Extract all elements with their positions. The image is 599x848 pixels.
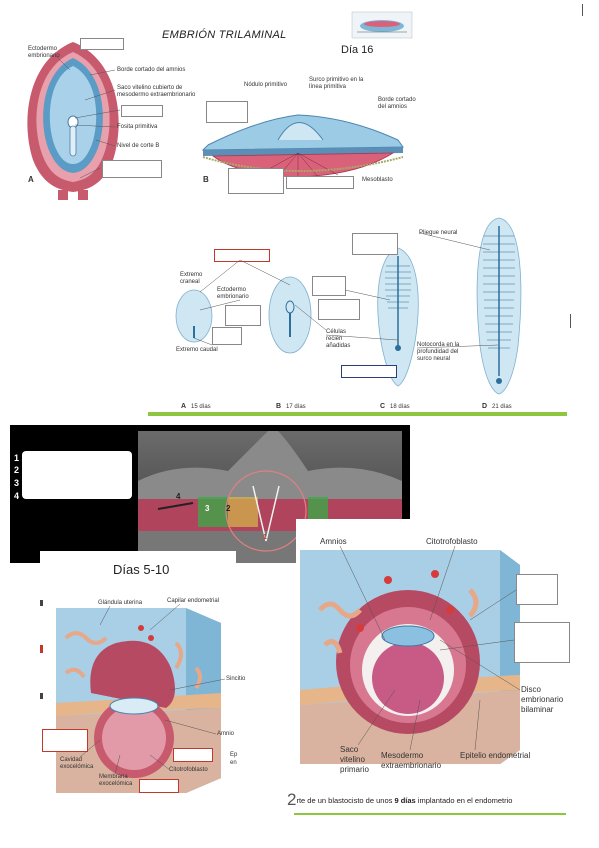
answer-box-d2[interactable] <box>173 748 213 762</box>
stage-c-embryo <box>377 247 419 387</box>
label-citotrofoblasto: Citotrofoblasto <box>426 537 478 546</box>
label-amnio: Amnio <box>217 731 235 737</box>
micrograph-number-2: 2 <box>14 465 20 475</box>
panel-b-section-drawing <box>201 114 404 178</box>
answer-box-s7[interactable] <box>341 365 397 378</box>
panel-b-letter: B <box>203 175 209 184</box>
blastocyst-caption: 2rte de un blastocisto de unos 9 días im… <box>287 790 512 810</box>
answer-box-s6[interactable] <box>352 233 398 255</box>
caption-d-letter: D <box>482 403 488 410</box>
overlay-number-2: 2 <box>226 504 231 513</box>
left-edge-marker-3 <box>40 693 43 699</box>
label-saco-vitelino-primario: Saco vitelino primario <box>340 745 369 774</box>
panel-a-letter: A <box>28 175 34 184</box>
label-fosita-primitiva: Fosita primitiva <box>117 124 158 130</box>
label-celulas-recien-anadidas: Células recién añadidas <box>326 329 351 349</box>
answer-box-d3[interactable] <box>139 779 179 793</box>
caption-text-pre: rte de un blastocisto de unos <box>296 796 395 805</box>
micrograph-number-1: 1 <box>14 453 20 463</box>
answer-box-s4[interactable] <box>312 276 346 296</box>
panel-a-leader-lines <box>54 54 121 179</box>
answer-box-e2[interactable] <box>514 622 570 663</box>
caption-a-text: 15 días <box>191 404 211 410</box>
answer-box-a2[interactable] <box>121 105 163 117</box>
answer-box-s1[interactable] <box>214 249 270 262</box>
stage-b-embryo <box>268 276 312 354</box>
stage-d-embryo <box>476 217 522 395</box>
answer-box-b1[interactable] <box>206 101 248 123</box>
day-16-label: Día 16 <box>341 44 374 56</box>
answer-box-a1[interactable] <box>80 38 124 50</box>
label-extremo-caudal: Extremo caudal <box>176 347 218 353</box>
label-saco-vitelino: Saco vitelino cubierto de mesodermo extr… <box>117 85 196 98</box>
left-edge-marker-2 <box>40 645 43 653</box>
label-sincitio: Sincitio <box>226 676 246 682</box>
stages-leader-lines <box>193 232 499 349</box>
caption-b-letter: B <box>276 403 282 410</box>
answer-box-e1[interactable] <box>516 574 558 605</box>
left-edge-marker-1 <box>40 600 43 606</box>
dias-5-10-implantation-drawing <box>56 608 221 793</box>
answer-box-b2[interactable] <box>228 168 284 194</box>
right-edge-mark-2 <box>570 314 571 328</box>
label-nivel-corte-b: Nivel de corte B <box>117 143 160 149</box>
label-notocorda: Notocorda en la profundidad del surco ne… <box>417 342 460 362</box>
overlay-number-4: 4 <box>176 492 181 501</box>
answer-box-s2[interactable] <box>225 305 261 326</box>
label-citotrofoblasto-510: Citotrofoblasto <box>169 767 208 773</box>
label-disco-embrionario-bilaminar: Disco embrionario bilaminar <box>521 685 564 714</box>
caption-text-bold: 9 días <box>394 796 416 805</box>
caption-c-letter: C <box>380 403 386 410</box>
answer-box-b3[interactable] <box>286 176 354 189</box>
blastocyst-drawing <box>300 550 520 764</box>
label-borde-cortado-amnios-b: Borde cortado del amnios <box>378 97 416 110</box>
caption-c-text: 18 días <box>390 404 410 410</box>
caption-big-number: 2 <box>287 790 297 809</box>
stage-a-embryo <box>175 289 213 343</box>
label-nodulo-primitivo: Nódulo primitivo <box>244 82 288 88</box>
micrograph-number-4: 4 <box>14 491 20 501</box>
label-extremo-craneal: Extremo craneal <box>180 272 203 285</box>
overlay-number-1: 1 <box>263 534 267 541</box>
label-cavidad-exocelomica: Cavidad exocelómica <box>60 757 94 770</box>
answer-box-a3[interactable] <box>102 160 162 178</box>
orientation-thumbnail <box>351 11 413 39</box>
caption-a-letter: A <box>181 403 187 410</box>
panel-a-embryo-drawing <box>27 42 119 200</box>
answer-box-d1[interactable] <box>42 729 88 752</box>
right-edge-mark-1 <box>582 4 583 16</box>
dias-5-10-title-bar <box>40 551 236 583</box>
caption-text-post: implantado en el endometrio <box>415 796 513 805</box>
dias-5-10-title: Días 5-10 <box>113 562 170 577</box>
label-pliegue-neural: Pliegue neural <box>419 230 458 236</box>
caption-d-text: 21 días <box>492 404 512 410</box>
label-glandula-uterina: Glándula uterina <box>98 600 143 606</box>
label-mesodermo-extraembrionario: Mesodermo extraembrionario <box>381 751 442 770</box>
micrograph-number-3: 3 <box>14 478 20 488</box>
green-divider-stages <box>148 412 567 416</box>
answer-box-s5[interactable] <box>318 299 360 320</box>
label-epitelio-endometrial: Epitelio endometrial <box>460 751 531 760</box>
label-surco-primitivo: Surco primitivo en la línea primitiva <box>309 77 364 90</box>
answer-box-s3[interactable] <box>212 327 242 345</box>
label-borde-cortado-amnios: Borde cortado del amnios <box>117 67 186 73</box>
label-ep: Ep <box>230 752 238 758</box>
label-mesoblasto: Mesoblasto <box>362 177 393 183</box>
label-membrana-exocelomica: Membrana exocelómica <box>99 774 133 787</box>
label-en: en <box>230 760 237 766</box>
label-capilar-endometrial: Capilar endometrial <box>167 598 220 604</box>
caption-b-text: 17 días <box>286 404 306 410</box>
green-divider-bottom <box>294 813 566 815</box>
label-ectodermo-embrionario-stages: Ectodermo embrionario <box>217 287 249 300</box>
micrograph-answer-box[interactable] <box>22 451 132 499</box>
overlay-number-3: 3 <box>205 504 210 513</box>
label-ectodermo-embrionario: Ectodermo embrionario <box>28 46 60 59</box>
title: EMBRIÓN TRILAMINAL <box>162 29 287 41</box>
label-amnios: Amnios <box>320 537 347 546</box>
